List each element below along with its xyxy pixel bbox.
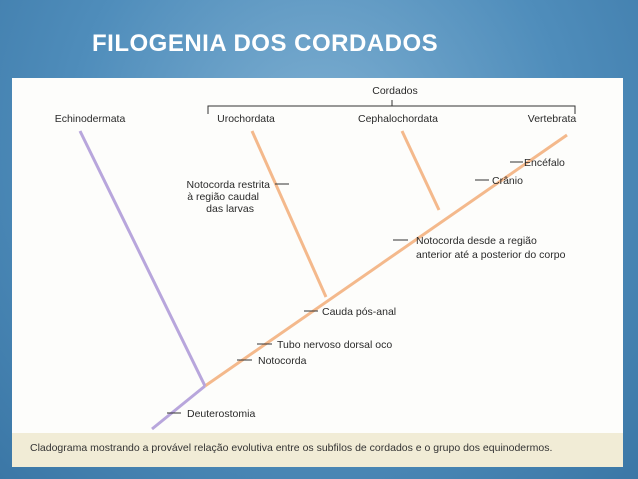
label-cauda: Cauda pós-anal [322, 306, 396, 318]
slide-title: FILOGENIA DOS CORDADOS [92, 30, 439, 57]
label-notocorda: Notocorda [258, 355, 307, 367]
cordados-label: Cordados [372, 85, 418, 97]
label-cranio: Crânio [492, 175, 523, 187]
urochordata-branch [250, 130, 328, 298]
taxon-urochordata: Urochordata [217, 113, 275, 125]
label-deuterostomia: Deuterostomia [187, 408, 255, 420]
label-encefalo: Encéfalo [524, 157, 565, 169]
label-notocorda-restrita-3: das larvas [206, 203, 254, 215]
taxon-cephalochordata: Cephalochordata [358, 113, 438, 125]
echinodermata-branch [78, 130, 207, 387]
label-notocorda-desde-1: Notocorda desde a região [416, 235, 537, 247]
figure-caption: Cladograma mostrando a provável relação … [30, 442, 553, 454]
label-notocorda-restrita-2: à região caudal [187, 191, 259, 203]
cladogram-figure: Cordados Echinodermata Urochordata Cepha… [12, 78, 623, 467]
label-notocorda-desde-2: anterior até a posterior do corpo [416, 249, 566, 261]
label-tubo: Tubo nervoso dorsal oco [277, 339, 392, 351]
label-notocorda-restrita-1: Notocorda restrita [187, 179, 271, 191]
taxon-echinodermata: Echinodermata [55, 113, 126, 125]
stem-branch [151, 384, 206, 431]
cephalochordata-branch [400, 130, 441, 211]
caption-bar [12, 433, 623, 467]
cladogram-svg: Cordados Echinodermata Urochordata Cepha… [55, 85, 577, 431]
taxon-vertebrata: Vertebrata [528, 113, 577, 125]
